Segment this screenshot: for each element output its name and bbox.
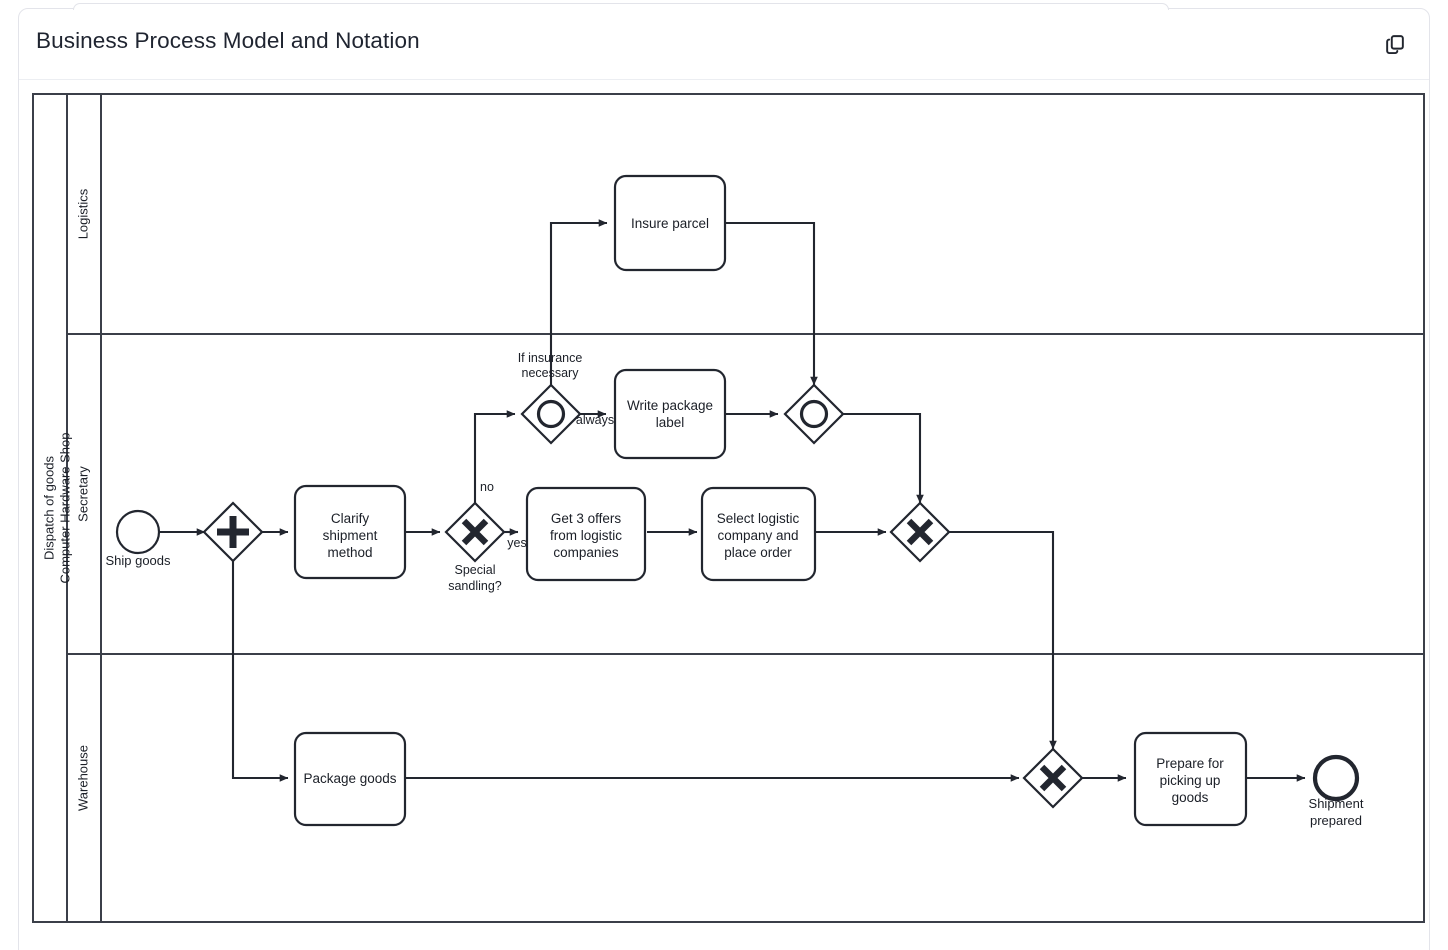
copy-icon-glyph <box>1386 35 1404 55</box>
diagram-card: Business Process Model and Notation <box>18 3 1430 950</box>
card-top-strip <box>73 3 1169 10</box>
card-header: Business Process Model and Notation <box>19 9 1429 80</box>
page-title: Business Process Model and Notation <box>36 28 420 53</box>
copy-icon[interactable] <box>1377 26 1413 62</box>
